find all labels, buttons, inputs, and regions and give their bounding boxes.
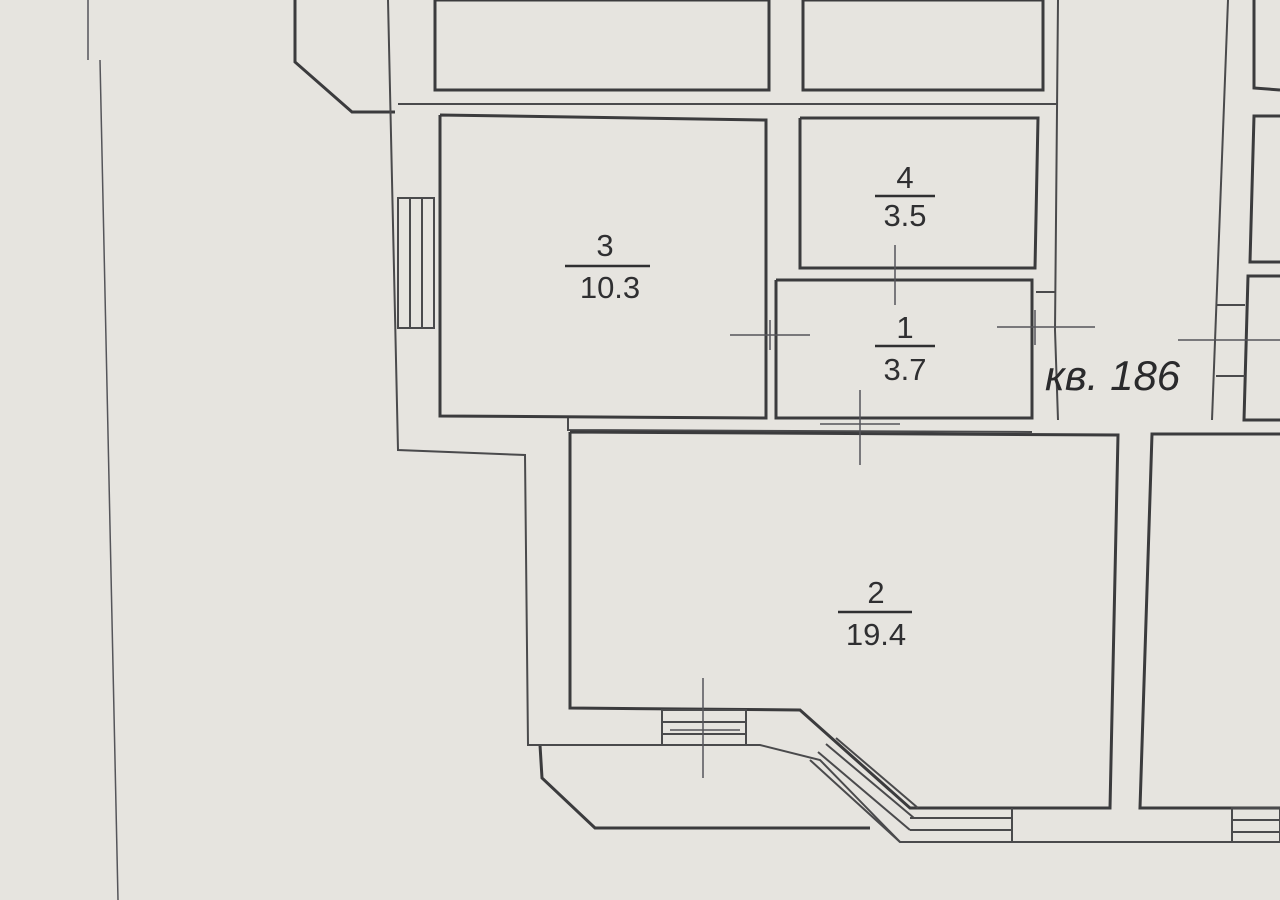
room-4-label: 4 3.5 <box>875 160 935 233</box>
room-1-area: 3.7 <box>883 352 926 387</box>
room-3-walls <box>438 113 768 420</box>
far-right-room-low <box>1242 274 1280 422</box>
window-bay <box>809 737 919 843</box>
room-3-number: 3 <box>596 228 613 263</box>
room-2-number: 2 <box>867 575 884 610</box>
sheet-border-left <box>99 59 119 900</box>
door-marks <box>670 245 1280 778</box>
window-left <box>397 197 435 329</box>
upper-room-right <box>801 0 1045 92</box>
room-4-walls <box>798 116 1040 270</box>
window-bottom-left <box>661 709 747 746</box>
room-2-area: 19.4 <box>846 617 906 652</box>
room-1-number: 1 <box>896 310 913 345</box>
apartment-label: кв. 186 <box>1045 352 1181 399</box>
far-right-room-mid <box>1248 114 1280 264</box>
room-4-number: 4 <box>896 160 913 195</box>
room-3-label: 3 10.3 <box>565 228 650 305</box>
room-1-label: 1 3.7 <box>875 310 935 387</box>
room-4-area: 3.5 <box>883 198 926 233</box>
bay-wall-top-left <box>293 0 395 114</box>
far-right-room-top <box>1252 0 1280 92</box>
balcony-outline <box>538 744 870 830</box>
room-2-label: 2 19.4 <box>838 575 912 652</box>
right-apartment-wall-2 <box>1211 0 1229 421</box>
window-far-right <box>1231 807 1280 843</box>
upper-room-left <box>433 0 771 92</box>
neighbour-room-bottom-right <box>1138 432 1280 810</box>
right-apartment-wall <box>1053 0 1059 421</box>
room-1-walls <box>774 278 1034 420</box>
room-3-area: 10.3 <box>580 270 640 305</box>
window-bottom-right <box>910 808 1013 842</box>
outer-wall-left <box>387 0 545 746</box>
partition-line <box>567 418 1033 433</box>
room-2-walls <box>568 430 1120 810</box>
